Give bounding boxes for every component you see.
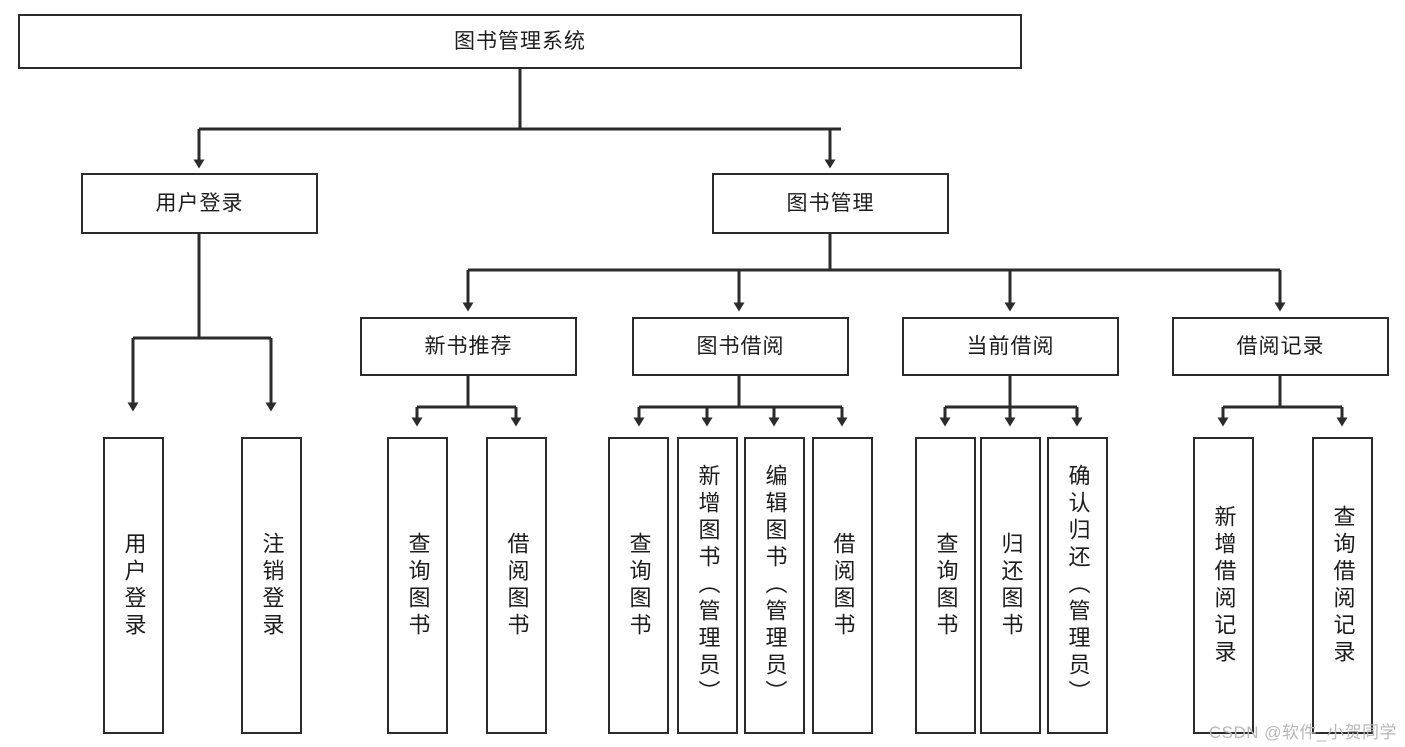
leaf-borrow-record-add[interactable]: 新增借阅记录 [1193, 437, 1254, 734]
leaf-book-borrow-edit-label: 编辑图书（管理员） [762, 464, 788, 707]
node-current-borrow-label: 当前借阅 [966, 334, 1055, 358]
node-new-book-recommend[interactable]: 新书推荐 [360, 317, 577, 376]
leaf-book-borrow-borrow[interactable]: 借阅图书 [812, 437, 873, 734]
node-book-management-label: 图书管理 [786, 191, 875, 215]
leaf-new-book-borrow-label: 借阅图书 [504, 531, 530, 640]
node-user-login-label: 用户登录 [155, 191, 244, 215]
leaf-user-login-logout[interactable]: 注销登录 [241, 437, 302, 734]
node-new-book-recommend-label: 新书推荐 [424, 334, 513, 358]
leaf-user-login-login[interactable]: 用户登录 [103, 437, 164, 734]
leaf-book-borrow-add[interactable]: 新增图书（管理员） [677, 437, 738, 734]
leaf-borrow-record-add-label: 新增借阅记录 [1211, 504, 1237, 667]
leaf-current-borrow-return[interactable]: 归还图书 [980, 437, 1041, 734]
leaf-new-book-query[interactable]: 查询图书 [387, 437, 448, 734]
node-book-borrow-label: 图书借阅 [696, 334, 785, 358]
node-book-management[interactable]: 图书管理 [712, 173, 949, 234]
leaf-current-borrow-query-label: 查询图书 [933, 531, 959, 640]
leaf-user-login-logout-label: 注销登录 [259, 531, 285, 640]
leaf-current-borrow-confirm-label: 确认归还（管理员） [1065, 464, 1091, 707]
node-root-label: 图书管理系统 [454, 29, 586, 53]
leaf-current-borrow-confirm[interactable]: 确认归还（管理员） [1047, 437, 1108, 734]
leaf-user-login-login-label: 用户登录 [121, 531, 147, 640]
leaf-borrow-record-query-label: 查询借阅记录 [1330, 504, 1356, 667]
leaf-book-borrow-edit[interactable]: 编辑图书（管理员） [744, 437, 805, 734]
node-current-borrow[interactable]: 当前借阅 [902, 317, 1119, 376]
node-borrow-record-label: 借阅记录 [1236, 334, 1325, 358]
leaf-new-book-borrow[interactable]: 借阅图书 [486, 437, 547, 734]
csdn-watermark: CSDN @软件_小贺同学 [1208, 723, 1397, 742]
leaf-book-borrow-query-label: 查询图书 [626, 531, 652, 640]
leaf-book-borrow-borrow-label: 借阅图书 [830, 531, 856, 640]
leaf-current-borrow-return-label: 归还图书 [998, 531, 1024, 640]
leaf-new-book-query-label: 查询图书 [405, 531, 431, 640]
node-book-borrow[interactable]: 图书借阅 [632, 317, 849, 376]
leaf-borrow-record-query[interactable]: 查询借阅记录 [1312, 437, 1373, 734]
leaf-current-borrow-query[interactable]: 查询图书 [915, 437, 976, 734]
node-root[interactable]: 图书管理系统 [18, 14, 1022, 69]
leaf-book-borrow-add-label: 新增图书（管理员） [695, 464, 721, 707]
node-user-login[interactable]: 用户登录 [81, 173, 318, 234]
leaf-book-borrow-query[interactable]: 查询图书 [608, 437, 669, 734]
node-borrow-record[interactable]: 借阅记录 [1172, 317, 1389, 376]
